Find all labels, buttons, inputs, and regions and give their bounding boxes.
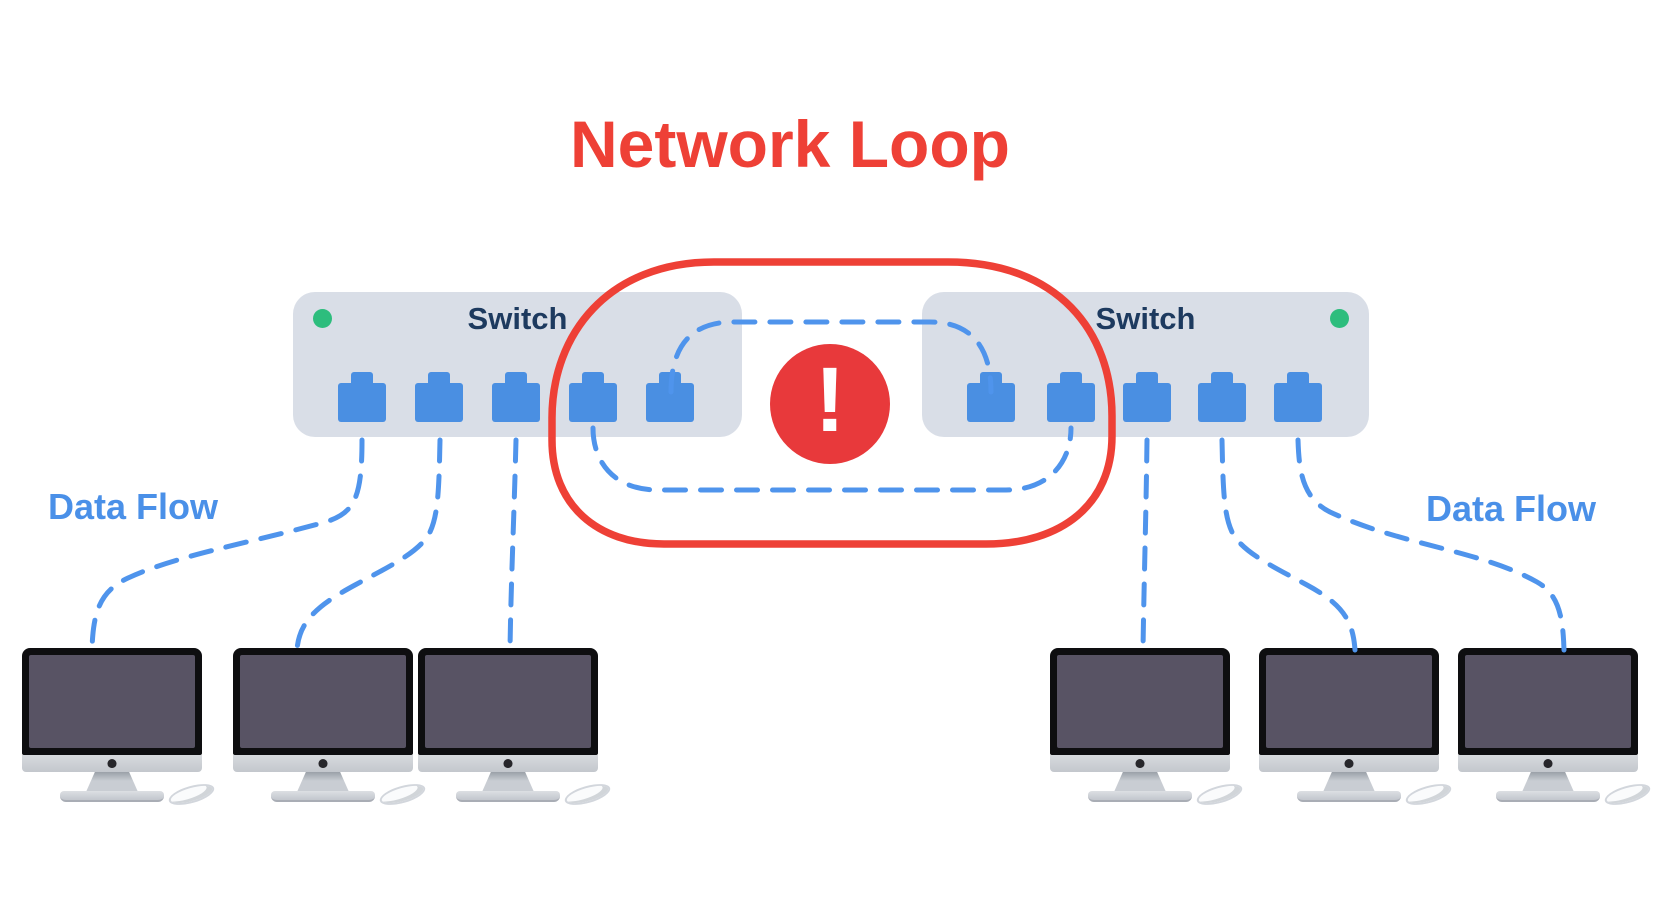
ethernet-port-icon xyxy=(415,372,463,422)
imac-stand-neck xyxy=(482,772,534,792)
imac-stand-neck xyxy=(1114,772,1166,792)
imac-stand-neck xyxy=(297,772,349,792)
ethernet-port-icon xyxy=(967,372,1015,422)
apple-logo-icon xyxy=(1543,759,1553,768)
data-flow-link xyxy=(294,437,443,653)
imac-monitor xyxy=(1259,648,1439,755)
computer xyxy=(1259,648,1454,810)
imac-monitor xyxy=(1458,648,1638,755)
computer xyxy=(22,648,217,810)
imac-monitor xyxy=(233,648,413,755)
data-flow-link xyxy=(89,437,365,653)
switch-left: Switch xyxy=(293,292,742,437)
imac-stand-base xyxy=(1496,791,1600,802)
data-flow-link xyxy=(1219,437,1358,653)
mouse-icon xyxy=(1194,779,1245,810)
imac-stand-base xyxy=(271,791,375,802)
imac-stand-base xyxy=(1297,791,1401,802)
imac-stand-neck xyxy=(1522,772,1574,792)
imac-stand-neck xyxy=(86,772,138,792)
data-flow-link xyxy=(507,437,519,653)
ethernet-port-icon xyxy=(1274,372,1322,422)
imac-monitor xyxy=(22,648,202,755)
computer xyxy=(418,648,613,810)
data-flow-label-right: Data Flow xyxy=(1426,488,1597,529)
imac-chin xyxy=(1458,755,1638,772)
imac-chin xyxy=(22,755,202,772)
apple-logo-icon xyxy=(1135,759,1145,768)
mouse-icon xyxy=(166,779,217,810)
mouse-icon xyxy=(562,779,613,810)
switch-label: Switch xyxy=(467,301,568,336)
imac-chin xyxy=(1259,755,1439,772)
warning-icon: ! xyxy=(770,344,890,464)
computer xyxy=(1458,648,1653,810)
ethernet-port-icon xyxy=(338,372,386,422)
mouse-icon xyxy=(1602,779,1653,810)
apple-logo-icon xyxy=(1344,759,1354,768)
apple-logo-icon xyxy=(503,759,513,768)
imac-chin xyxy=(418,755,598,772)
imac-screen xyxy=(1057,655,1223,748)
apple-logo-icon xyxy=(318,759,328,768)
imac-screen xyxy=(1465,655,1631,748)
data-flow-link xyxy=(1140,437,1150,653)
computer xyxy=(233,648,428,810)
status-led-icon xyxy=(1330,309,1349,328)
diagram-title: Network Loop xyxy=(570,107,1010,181)
ethernet-port-icon xyxy=(1198,372,1246,422)
switch-right: Switch xyxy=(922,292,1369,437)
exclamation-mark: ! xyxy=(814,349,846,451)
data-flow-link xyxy=(1295,437,1567,653)
computer xyxy=(1050,648,1245,810)
mouse-icon xyxy=(1403,779,1454,810)
imac-stand-base xyxy=(456,791,560,802)
apple-logo-icon xyxy=(107,759,117,768)
imac-screen xyxy=(240,655,406,748)
ethernet-port-icon xyxy=(646,372,694,422)
imac-stand-base xyxy=(1088,791,1192,802)
ethernet-port-icon xyxy=(1047,372,1095,422)
status-led-icon xyxy=(313,309,332,328)
ethernet-port-icon xyxy=(492,372,540,422)
imac-screen xyxy=(29,655,195,748)
imac-screen xyxy=(425,655,591,748)
imac-stand-base xyxy=(60,791,164,802)
imac-monitor xyxy=(418,648,598,755)
imac-monitor xyxy=(1050,648,1230,755)
imac-stand-neck xyxy=(1323,772,1375,792)
imac-screen xyxy=(1266,655,1432,748)
imac-chin xyxy=(233,755,413,772)
ethernet-port-icon xyxy=(1123,372,1171,422)
ethernet-port-icon xyxy=(569,372,617,422)
switch-label: Switch xyxy=(1095,301,1196,336)
imac-chin xyxy=(1050,755,1230,772)
data-flow-label-left: Data Flow xyxy=(48,486,219,527)
